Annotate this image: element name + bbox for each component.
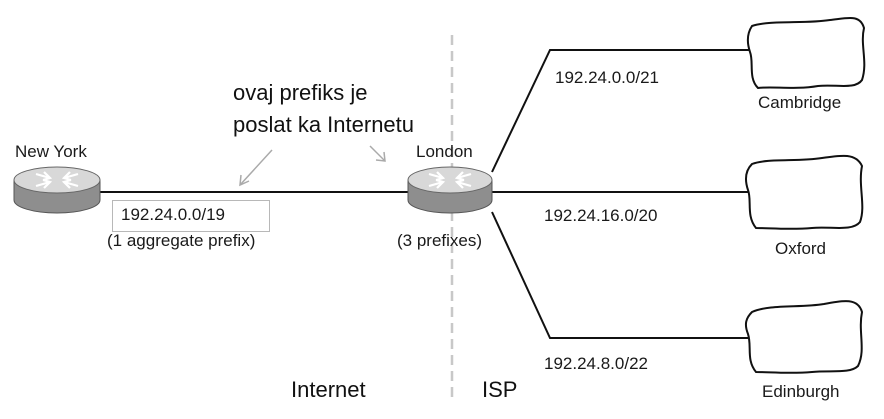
annotation-line-2: poslat ka Internetu bbox=[233, 112, 415, 137]
router-icon-london bbox=[407, 166, 493, 214]
cambridge-prefix-label: 192.24.0.0/21 bbox=[555, 68, 659, 87]
london-label: London bbox=[416, 142, 473, 161]
annotation-arrow-left bbox=[239, 149, 273, 187]
annotation-line-1: ovaj prefiks je bbox=[233, 80, 368, 105]
cloud-icon-oxford bbox=[744, 154, 864, 230]
annotation-arrow-right bbox=[369, 145, 386, 162]
oxford-label: Oxford bbox=[775, 239, 827, 258]
new-york-label: New York bbox=[15, 142, 87, 161]
edinburgh-prefix-label: 192.24.8.0/22 bbox=[544, 354, 648, 373]
link-edinburgh bbox=[491, 211, 752, 339]
aggregate-prefix-box bbox=[112, 200, 270, 232]
zone-internet-label: Internet bbox=[291, 377, 366, 402]
aggregate-prefix-label: 192.24.0.0/19 bbox=[121, 205, 225, 224]
zone-isp-label: ISP bbox=[482, 377, 518, 402]
london-prefixes-note: (3 prefixes) bbox=[397, 231, 483, 250]
cloud-icon-cambridge bbox=[746, 16, 866, 90]
router-icon-new-york bbox=[13, 166, 101, 214]
cambridge-label: Cambridge bbox=[758, 93, 842, 112]
edinburgh-label: Edinburgh bbox=[762, 382, 840, 401]
aggregate-note-label: (1 aggregate prefix) bbox=[107, 231, 256, 250]
oxford-prefix-label: 192.24.16.0/20 bbox=[544, 206, 658, 225]
link-cambridge bbox=[491, 49, 752, 173]
cloud-icon-edinburgh bbox=[744, 300, 864, 374]
